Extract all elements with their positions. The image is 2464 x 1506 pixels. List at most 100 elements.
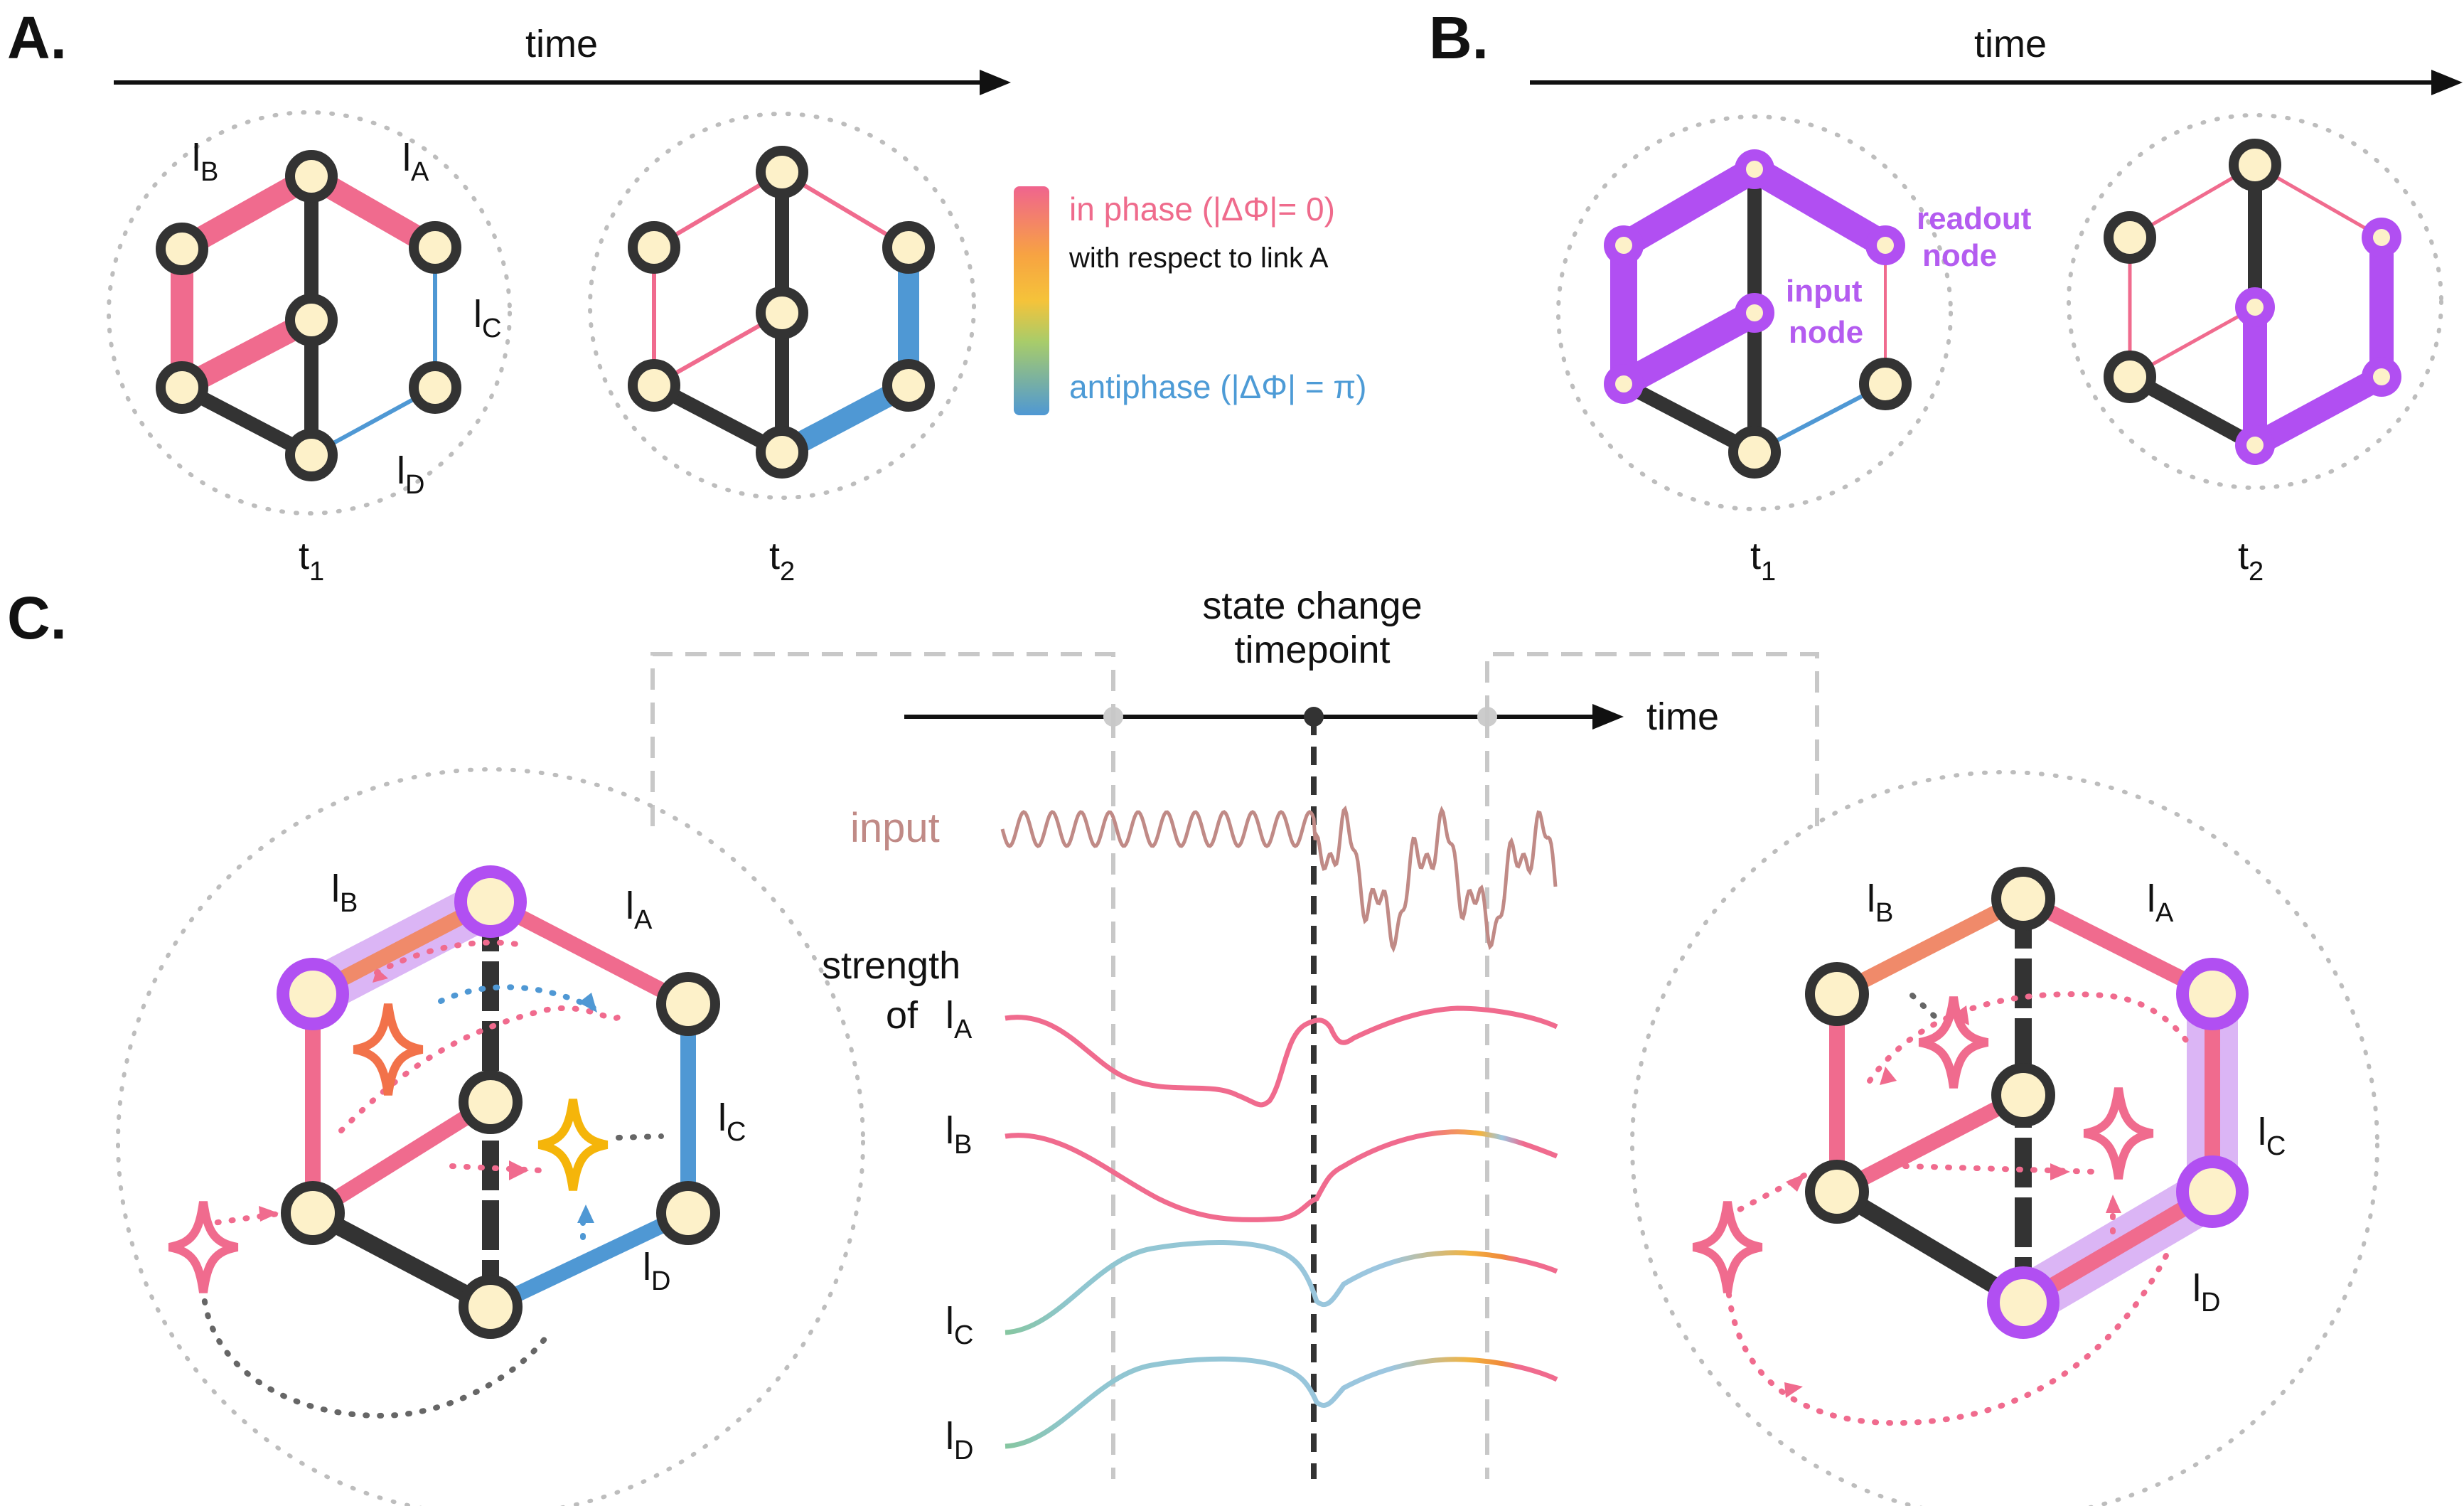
phase-colorbar <box>1014 186 1049 415</box>
network-boundary <box>2067 113 2443 490</box>
node <box>459 1070 523 1134</box>
network-boundary <box>588 112 976 500</box>
node <box>756 287 808 339</box>
node-center <box>1877 237 1894 254</box>
link-d-label: lD <box>643 1246 670 1296</box>
signal-path <box>200 1284 550 1419</box>
link-c-label: lC <box>718 1096 746 1147</box>
node-center <box>2246 437 2264 454</box>
arrow-icon <box>373 968 388 983</box>
time-label-b: time <box>1974 23 2047 65</box>
node <box>656 1181 720 1245</box>
node-center <box>2373 368 2390 385</box>
link-b-label: lB <box>192 137 218 187</box>
signal-path <box>616 1133 664 1141</box>
network-c-left: lB lA lC lD <box>116 767 865 1506</box>
signal-path <box>1909 993 1938 1020</box>
node-center <box>1615 237 1632 254</box>
arrow-icon <box>1784 1382 1803 1398</box>
star-marker-icon <box>353 1003 424 1096</box>
link-d-edge <box>2243 365 2394 457</box>
node-center <box>2246 299 2264 316</box>
node <box>285 429 338 481</box>
timepoint-label-t2: t2 <box>2238 535 2264 587</box>
panel-label-a: A. <box>7 4 67 71</box>
node <box>882 359 935 412</box>
star-marker-icon <box>537 1099 609 1191</box>
readout-node <box>277 958 349 1030</box>
strength-trace-b <box>1005 1129 1558 1223</box>
strength-label-b: lB <box>946 1109 972 1160</box>
zoom-connector-left <box>650 652 1115 826</box>
node-center <box>2373 229 2390 246</box>
link-d-label: lD <box>397 449 424 500</box>
arrow-icon <box>1786 1173 1806 1192</box>
signal-path <box>1902 1163 2100 1175</box>
edge <box>304 1205 499 1315</box>
link-b-label: lB <box>1867 877 1893 928</box>
node <box>1728 426 1781 479</box>
signal-path <box>438 984 600 1013</box>
star-marker-icon <box>2083 1087 2154 1180</box>
node-center <box>1615 375 1632 392</box>
arrow-icon <box>579 993 597 1013</box>
node <box>756 146 808 198</box>
node <box>409 361 461 414</box>
signal-path <box>1725 1249 2171 1426</box>
link-b-edge <box>1610 156 1768 259</box>
node <box>454 865 527 938</box>
node <box>459 1275 523 1339</box>
network-a-t1: lB lA lC lD t1 <box>107 110 512 587</box>
legend-antiphase: antiphase (|ΔΦ| = π) <box>1069 368 1366 405</box>
arrowhead-icon <box>980 70 1011 95</box>
arrowhead-icon <box>2431 70 2463 95</box>
star-marker-icon <box>168 1201 239 1293</box>
arrow-icon <box>2050 1163 2070 1180</box>
arrow-icon <box>1880 1067 1897 1085</box>
node <box>2229 139 2281 191</box>
node <box>1987 1266 2059 1339</box>
node <box>1991 1063 2055 1127</box>
node <box>1859 358 1912 410</box>
link-c-label: lC <box>2258 1111 2286 1161</box>
input-trace-label: input <box>850 805 940 851</box>
time-label-c: time <box>1646 695 1719 738</box>
strength-trace-a <box>1005 1005 1558 1108</box>
strength-trace-c <box>1005 1239 1558 1335</box>
network-boundary <box>1630 770 2379 1506</box>
input-trace <box>1000 805 1558 953</box>
node <box>285 294 338 346</box>
network-boundary <box>107 110 512 516</box>
link-a-label: lA <box>402 137 429 187</box>
strength-label-a: lA <box>946 994 973 1045</box>
timepoint-label-t1: t1 <box>1750 535 1776 587</box>
strength-label-d: lD <box>946 1415 973 1465</box>
strength-label-c: lC <box>946 1300 973 1350</box>
strength-trace-d <box>1005 1356 1558 1449</box>
node <box>1991 867 2055 931</box>
network-boundary <box>116 767 865 1506</box>
arrow-icon <box>2106 1195 2121 1213</box>
arrow-icon <box>577 1205 594 1223</box>
edge <box>1610 299 1768 397</box>
timepoint-label-t2: t2 <box>769 535 795 587</box>
legend-reference: with respect to link A <box>1068 242 1329 274</box>
node <box>409 221 461 274</box>
arrow-icon <box>259 1206 279 1222</box>
signal-path <box>200 1210 286 1227</box>
zoom-connector-right <box>1485 652 1819 826</box>
link-b-label: lB <box>331 867 358 918</box>
panel-a: A. time lB lA lC lD t1 <box>7 4 1366 587</box>
link-a-edge <box>483 894 696 1012</box>
node <box>156 223 208 275</box>
signal-path <box>1867 991 2192 1084</box>
panel-label-c: C. <box>7 584 67 651</box>
link-d-label: lD <box>2192 1267 2220 1318</box>
arrow-icon <box>509 1160 529 1180</box>
